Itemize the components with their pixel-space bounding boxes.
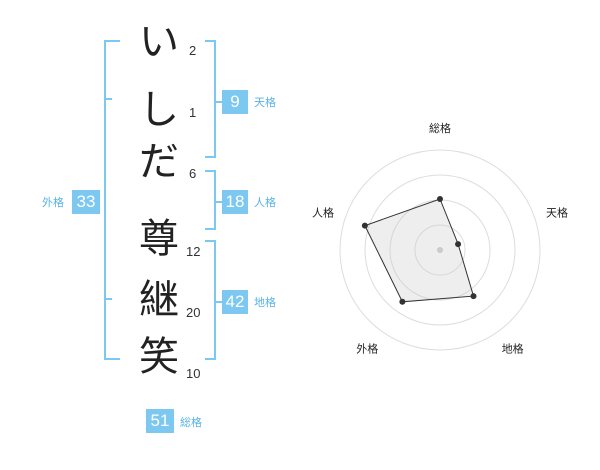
stroke-count-1: 2 xyxy=(189,43,197,58)
tenkaku-connector xyxy=(214,101,222,103)
gaikaku-label: 外格 xyxy=(42,196,64,209)
chikaku-label: 地格 xyxy=(254,296,276,309)
gaikaku-bracket-vertical xyxy=(104,40,106,360)
tenkaku-label: 天格 xyxy=(254,96,276,109)
soukaku-label: 総格 xyxy=(180,416,202,429)
radar-center xyxy=(437,247,443,253)
gaikaku-bracket-top xyxy=(104,40,120,42)
radar-point-1 xyxy=(437,196,443,202)
radar-point-4 xyxy=(399,298,406,305)
radar-axis-label-2: 天格 xyxy=(546,205,568,219)
chikaku-bracket xyxy=(214,240,216,360)
radar-axis-label-4: 外格 xyxy=(356,342,378,356)
jinkaku-connector xyxy=(214,201,222,203)
radar-point-5 xyxy=(361,222,368,229)
chikaku-bracket-bottom xyxy=(205,358,216,360)
tenkaku-value: 9 xyxy=(222,90,248,114)
radar-axis-label-5: 人格 xyxy=(312,205,334,219)
stroke-count-5: 20 xyxy=(186,305,201,320)
chikaku-bracket-top xyxy=(205,240,216,242)
radar-point-2 xyxy=(455,241,462,248)
name-char-5: 継 xyxy=(139,277,179,323)
stroke-count-2: 1 xyxy=(189,105,197,120)
jinkaku-value: 18 xyxy=(222,190,248,214)
soukaku-value: 51 xyxy=(146,409,174,433)
name-char-4: 尊 xyxy=(139,216,179,262)
jinkaku-label: 人格 xyxy=(254,196,276,209)
radar-axis-label-3: 地格 xyxy=(502,342,524,356)
radar-polygon xyxy=(364,198,475,303)
tenkaku-bracket-bottom xyxy=(205,156,216,158)
radar-ring-4 xyxy=(339,149,541,351)
name-char-3: だ xyxy=(139,139,179,185)
name-char-6: 笑 xyxy=(139,334,179,380)
name-char-2: し xyxy=(139,87,179,133)
name-char-1: い xyxy=(139,19,179,65)
stroke-count-3: 6 xyxy=(189,166,197,181)
jinkaku-bracket-bottom xyxy=(205,228,216,230)
chikaku-connector xyxy=(214,301,222,303)
gaikaku-bracket-tick-1 xyxy=(104,98,112,100)
tenkaku-bracket xyxy=(214,40,216,158)
gaikaku-bracket-tick-2 xyxy=(104,298,112,300)
radar-point-3 xyxy=(470,293,477,300)
chikaku-value: 42 xyxy=(222,290,248,314)
gaikaku-value: 33 xyxy=(72,190,100,214)
radar-ring-3 xyxy=(364,174,516,326)
gaikaku-bracket-bottom xyxy=(104,358,120,360)
stroke-count-6: 10 xyxy=(186,366,201,381)
jinkaku-bracket xyxy=(214,170,216,230)
jinkaku-bracket-top xyxy=(205,170,216,172)
radar-ring-1 xyxy=(414,224,466,276)
tenkaku-bracket-top xyxy=(205,40,216,42)
stroke-count-4: 12 xyxy=(186,244,201,259)
radar-axis-label-1: 総格 xyxy=(429,121,451,135)
